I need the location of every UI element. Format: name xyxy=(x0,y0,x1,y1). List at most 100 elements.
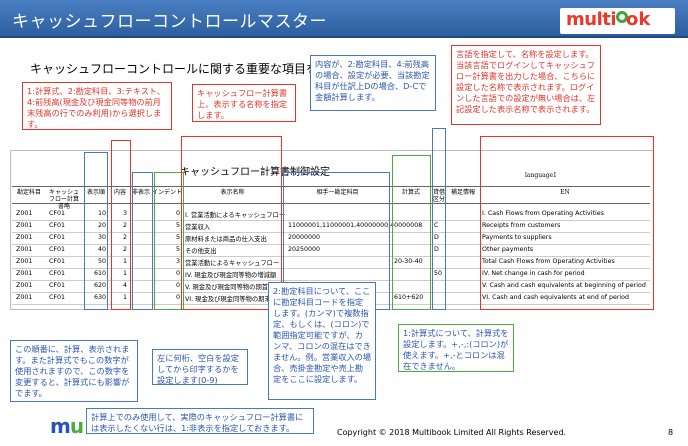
row-divider xyxy=(12,256,650,257)
table-cell: 5 xyxy=(175,246,180,253)
table-cell: D xyxy=(434,246,439,253)
table-cell: 50 xyxy=(434,270,443,277)
table-cell: 営業活動によるキャッシュフロー xyxy=(185,260,280,267)
table-cell: I. Cash Flows from Operating Activities xyxy=(482,210,604,217)
row-divider xyxy=(12,232,650,233)
table-cell: CF01 xyxy=(49,258,66,265)
table-cell: 0 xyxy=(175,294,180,301)
table-cell: Z001 xyxy=(16,246,33,253)
note-account-dc: 内容が、2:勘定科目、4:前残高の場合、設定が必要、当該勘定科目が仕訳上Dの場合… xyxy=(310,55,436,111)
table-cell: 5 xyxy=(175,222,180,229)
table-cell: Z001 xyxy=(16,270,33,277)
note-language: 言語を指定して、名称を設定します。当該言語でログインしてキャッシュフロー計算書を… xyxy=(451,45,601,125)
table-cell: 610+620 xyxy=(394,294,424,301)
table-cell: Z001 xyxy=(16,222,33,229)
table-cell: VI. Cash and cash equivalents at end of … xyxy=(482,294,630,301)
table-cell: 2 xyxy=(122,234,127,241)
table-cell: その他支出 xyxy=(185,248,217,255)
table-cell: Z001 xyxy=(16,294,33,301)
header-col: EN xyxy=(560,189,570,196)
table-cell: 1 xyxy=(122,294,127,301)
table-cell: 5 xyxy=(175,234,180,241)
title-bar: キャッシュフローコントロールマスター multi ok xyxy=(0,0,688,38)
note-indent: 左に何桁、空白を設定してから印字するかを設定します(0-9) xyxy=(152,349,248,385)
table-cell: 20-30-40 xyxy=(394,258,423,265)
copyright: Copyright © 2018 Multibook Limited All R… xyxy=(337,428,567,437)
language-label: language1 xyxy=(525,172,557,179)
note-order: この順番に、計算、表示されます。また計算式でもこの数字が使用されますので、この数… xyxy=(10,340,138,402)
table-header xyxy=(12,186,650,204)
sheet-title: キャッシュフロー計算書制御設定 xyxy=(180,167,330,178)
table-cell: CF01 xyxy=(49,282,66,289)
table-cell: V. 現金及び現金同等物の期首残高 xyxy=(185,284,281,291)
header-col: 計算式 xyxy=(401,189,420,196)
row-divider xyxy=(12,280,650,281)
note-formula: 1:計算式について、計算式を設定します。+,-,:(コロン)が使えます。+,-と… xyxy=(398,324,514,372)
table-cell: I. 営業活動によるキャッシュフロー xyxy=(185,212,286,219)
header-col: 非表示 xyxy=(131,189,150,196)
table-cell: 20250000 xyxy=(288,246,321,253)
table-cell: CF01 xyxy=(49,222,66,229)
header-col: インデント xyxy=(152,189,183,196)
highlight-indent xyxy=(154,172,184,310)
table-cell: Total Cash Flows from Operating Activiti… xyxy=(482,258,615,265)
table-cell: 50 xyxy=(97,258,106,265)
table-cell: CF01 xyxy=(49,294,66,301)
table-cell: 40 xyxy=(97,246,106,253)
table-cell: IV. 現金及び現金同等物の増減額 xyxy=(185,272,277,279)
table-cell: V. Cash and cash equivalents at beginnin… xyxy=(482,282,646,289)
header-col: キャッシュフロー計算書略 xyxy=(48,189,79,210)
table-cell: 2 xyxy=(122,246,127,253)
header-col: 貸借区分 xyxy=(432,189,445,203)
section-heading: キャッシュフローコントロールに関する重要な項目を説明します。 xyxy=(30,62,389,76)
table-cell: 11000001,11000001,40000000,40000008 xyxy=(288,222,423,229)
table-cell: IV. Net change in cash for period xyxy=(482,270,585,277)
row-divider xyxy=(12,220,650,221)
note-hide: 計算上でのみ使用して、実際のキャッシュフロー計算書には表示したくない行は、1:非… xyxy=(86,408,314,434)
table-cell: 20 xyxy=(97,222,106,229)
highlight-type xyxy=(111,140,131,310)
table-cell: Z001 xyxy=(16,258,33,265)
table-cell: 3 xyxy=(175,258,180,265)
table-cell: Z001 xyxy=(16,210,33,217)
highlight-dc xyxy=(432,128,446,310)
note-type: 1:計算式、2:勘定科目、3:テキスト、4:前残高(現金及び現金同等物の前月末残… xyxy=(22,82,172,130)
table-cell: Payments to suppliers xyxy=(482,234,552,241)
table-cell: CF01 xyxy=(49,246,66,253)
highlight-name xyxy=(181,136,282,310)
table-cell: 1 xyxy=(122,258,127,265)
table-cell: CF01 xyxy=(49,210,66,217)
header-col: 補足情報 xyxy=(450,189,475,196)
table-cell: CF01 xyxy=(49,234,66,241)
table-cell: 原材料または商品の仕入支出 xyxy=(185,236,267,243)
highlight-hide xyxy=(132,172,153,310)
note-account: 2:勘定科目について、ここに勘定科目コードを指定します。(カンマ)で複数指定、も… xyxy=(268,282,376,400)
mu-logo: mu xyxy=(50,414,84,438)
header-col: 勘定科目 xyxy=(16,189,41,196)
table-cell: C xyxy=(434,222,439,229)
table-cell: 0 xyxy=(175,210,180,217)
highlight-formula xyxy=(392,155,431,310)
table-cell: Z001 xyxy=(16,234,33,241)
table-cell: VI. 現金及び現金同等物の期末残高 xyxy=(185,296,284,303)
multibook-logo: multi ok xyxy=(560,8,675,34)
table-cell: 20000000 xyxy=(288,234,321,241)
table-cell: Z001 xyxy=(16,282,33,289)
row-divider xyxy=(12,268,650,269)
table-cell: Other payments xyxy=(482,246,534,253)
header-col: 表示名称 xyxy=(220,189,245,196)
page-number: 8 xyxy=(668,428,674,437)
table-cell: 2 xyxy=(122,222,127,229)
table-cell: CF01 xyxy=(49,270,66,277)
header-col: 表示順 xyxy=(86,189,105,196)
table-cell: 0 xyxy=(175,282,180,289)
highlight-language xyxy=(480,136,654,310)
table-cell: 30 xyxy=(97,234,106,241)
table-cell: 営業収入 xyxy=(185,224,211,231)
table-cell: 0 xyxy=(175,270,180,277)
table-cell: 630 xyxy=(93,294,106,301)
header-col: 内容 xyxy=(113,189,126,196)
highlight-order xyxy=(84,152,108,310)
table-cell: 620 xyxy=(93,282,106,289)
table-cell: 610 xyxy=(93,270,106,277)
